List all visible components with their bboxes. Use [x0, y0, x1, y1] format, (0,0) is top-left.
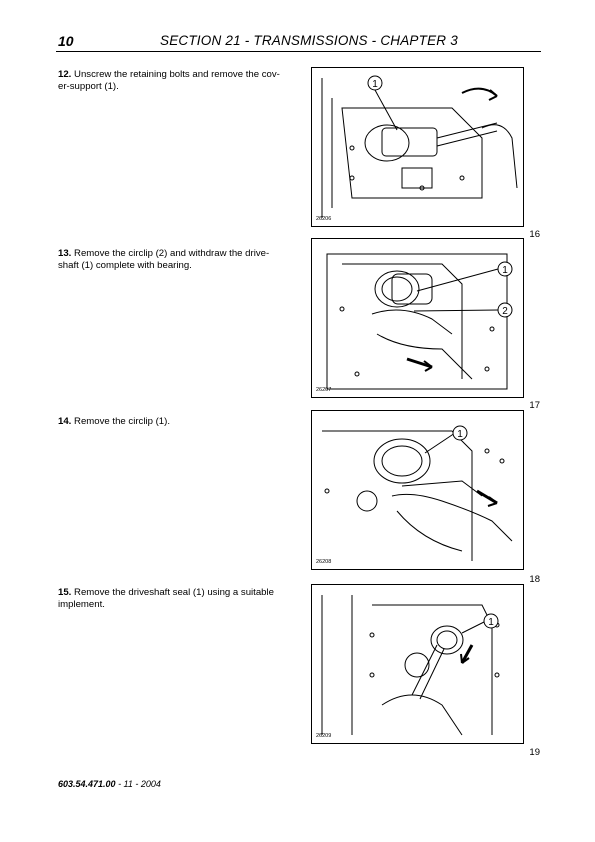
figure-16-illustration: 1 26206	[311, 67, 524, 227]
step-number: 12.	[58, 69, 72, 80]
step-14: 14. Remove the circlip (1).	[58, 416, 288, 428]
step-text: Remove the circlip (2) and withdraw the …	[58, 248, 270, 271]
figure-18-code: 26208	[316, 559, 332, 565]
figure-16-number: 16	[529, 229, 540, 240]
header-rule	[56, 51, 541, 52]
figure-19-code: 26209	[316, 733, 332, 739]
figure-17-code: 26207	[316, 387, 332, 393]
figure-19-illustration: 1 26209	[311, 584, 524, 744]
page-number: 10	[58, 33, 74, 49]
step-number: 13.	[58, 248, 72, 259]
step-number: 15.	[58, 587, 72, 598]
step-13: 13. Remove the circlip (2) and withdraw …	[58, 248, 288, 272]
section-title: SECTION 21 - TRANSMISSIONS - CHAPTER 3	[160, 33, 458, 48]
footer-doc-number: 603.54.471.00	[58, 779, 116, 789]
footer: 603.54.471.00 - 11 - 2004	[58, 779, 161, 789]
figure-18-drawing: 1	[322, 425, 513, 561]
figure-16-code: 26206	[316, 216, 332, 222]
figure-18-callout-1: 1	[457, 429, 463, 440]
figure-16-callout-1: 1	[372, 79, 378, 90]
figure-17-number: 17	[529, 400, 540, 411]
step-12: 12. Unscrew the retaining bolts and remo…	[58, 69, 288, 93]
figure-18-illustration: 1 26208	[311, 410, 524, 570]
step-text: Unscrew the retaining bolts and remove t…	[58, 69, 280, 92]
footer-date: - 11 - 2004	[115, 779, 161, 789]
figure-17-illustration: 1 2 26207	[311, 238, 524, 398]
figure-16-drawing: 1	[321, 75, 518, 218]
figure-17-drawing: 1 2	[326, 253, 513, 390]
figure-17-callout-2: 2	[502, 306, 508, 317]
step-text: Remove the driveshaft seal (1) using a s…	[58, 587, 274, 610]
figure-17-callout-1: 1	[502, 265, 508, 276]
figure-19-callout-1: 1	[488, 617, 494, 628]
step-number: 14.	[58, 416, 72, 427]
figure-19-drawing: 1	[321, 595, 500, 736]
figure-18-number: 18	[529, 574, 540, 585]
step-text: Remove the circlip (1).	[74, 416, 170, 427]
step-15: 15. Remove the driveshaft seal (1) using…	[58, 587, 288, 611]
figure-19-number: 19	[529, 747, 540, 758]
